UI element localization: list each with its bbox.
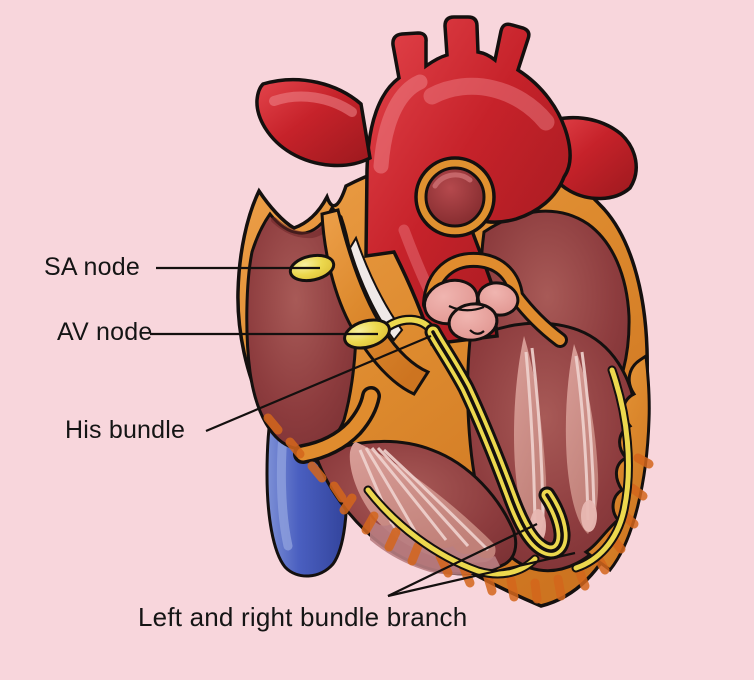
papillary-muscle-left [514,336,547,542]
muscle-tip-right [581,500,597,532]
cut-edge-white-sliver [348,235,404,342]
interatrial-septum-band [320,208,431,396]
tricuspid-annulus-band [293,386,381,464]
conduction-system [288,253,633,579]
his-bundle-label: His bundle [65,416,186,444]
lumen-highlight [432,172,473,189]
bundle-branch-label: Left and right bundle branch [138,602,468,632]
av-node-label: AV node [57,318,153,346]
lateral-wall-bundle-strand [571,365,633,573]
pulmonary-trunk-opening [414,156,496,238]
bundle-branch-pointer-line-2 [387,551,576,598]
bundle-branch-pointer-line-1 [387,523,538,597]
pointer-lines [150,266,576,598]
myocardium-texture-spots [263,413,654,604]
papillary-muscle-right [565,344,599,534]
valve-crease-lines [448,304,485,335]
left-bundle-branch-strand [424,323,571,560]
right-ventricle-muscle-fan [349,442,496,563]
left-pulmonary-artery-highlight [269,91,357,117]
valve-lobe-bottom [447,302,499,342]
sa-node-label: SA node [44,253,140,281]
his-bundle-pointer-line [205,334,432,433]
right-ventricle [314,439,518,576]
valve-annulus-arc [422,251,568,348]
mitral-valve-region [422,251,568,348]
right-bundle-branch-strand [363,485,540,579]
